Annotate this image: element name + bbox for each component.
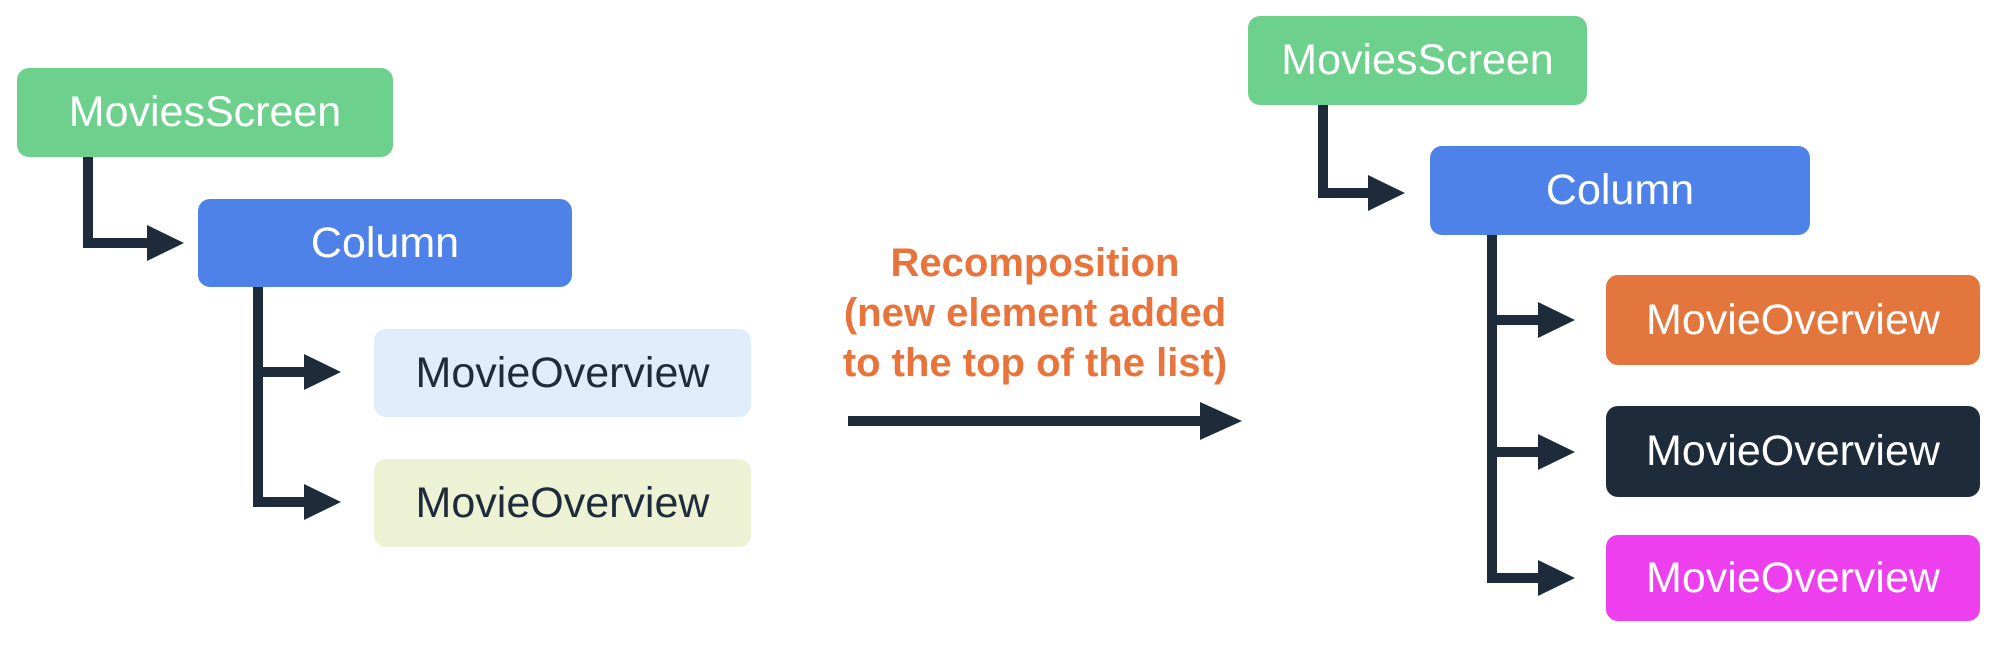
right-branch2-hline bbox=[1487, 447, 1540, 457]
left-node-movieoverview-2: MovieOverview bbox=[374, 459, 751, 547]
left-branch1-hline bbox=[253, 367, 306, 377]
left-elbow-vline bbox=[83, 157, 93, 248]
left-node-movieoverview-1: MovieOverview bbox=[374, 329, 751, 417]
right-node-movieoverview-1: MovieOverview bbox=[1606, 275, 1980, 365]
left-node-moviesscreen: MoviesScreen bbox=[17, 68, 393, 157]
left-elbow-hline bbox=[83, 238, 150, 248]
annotation-line-3: to the top of the list) bbox=[842, 341, 1228, 385]
left-branch1-arrowhead-icon bbox=[304, 354, 341, 390]
right-node-movieoverview-3: MovieOverview bbox=[1606, 535, 1980, 621]
left-elbow-arrowhead-icon bbox=[147, 225, 184, 261]
right-branch1-hline bbox=[1487, 315, 1540, 325]
right-branch1-arrowhead-icon bbox=[1538, 302, 1575, 338]
right-elbow-arrowhead-icon bbox=[1368, 175, 1405, 211]
right-elbow-hline bbox=[1318, 188, 1370, 198]
right-branch2-arrowhead-icon bbox=[1538, 434, 1575, 470]
left-branch-vline bbox=[253, 287, 263, 507]
left-node-column: Column bbox=[198, 199, 572, 287]
right-branch3-hline bbox=[1487, 573, 1540, 583]
recomposition-arrowhead-icon bbox=[1200, 402, 1242, 440]
annotation-line-2: (new element added bbox=[843, 291, 1227, 335]
left-branch2-hline bbox=[253, 497, 306, 507]
recomposition-annotation: Recomposition (new element added to the … bbox=[810, 238, 1260, 388]
right-node-movieoverview-2: MovieOverview bbox=[1606, 406, 1980, 497]
right-node-column: Column bbox=[1430, 146, 1810, 235]
left-branch2-arrowhead-icon bbox=[304, 484, 341, 520]
recomposition-arrow-shaft bbox=[848, 416, 1202, 426]
annotation-line-1: Recomposition bbox=[890, 241, 1180, 285]
right-elbow-vline bbox=[1318, 105, 1328, 198]
right-node-moviesscreen: MoviesScreen bbox=[1248, 16, 1587, 105]
right-branch-vline bbox=[1487, 235, 1497, 583]
right-branch3-arrowhead-icon bbox=[1538, 560, 1575, 596]
